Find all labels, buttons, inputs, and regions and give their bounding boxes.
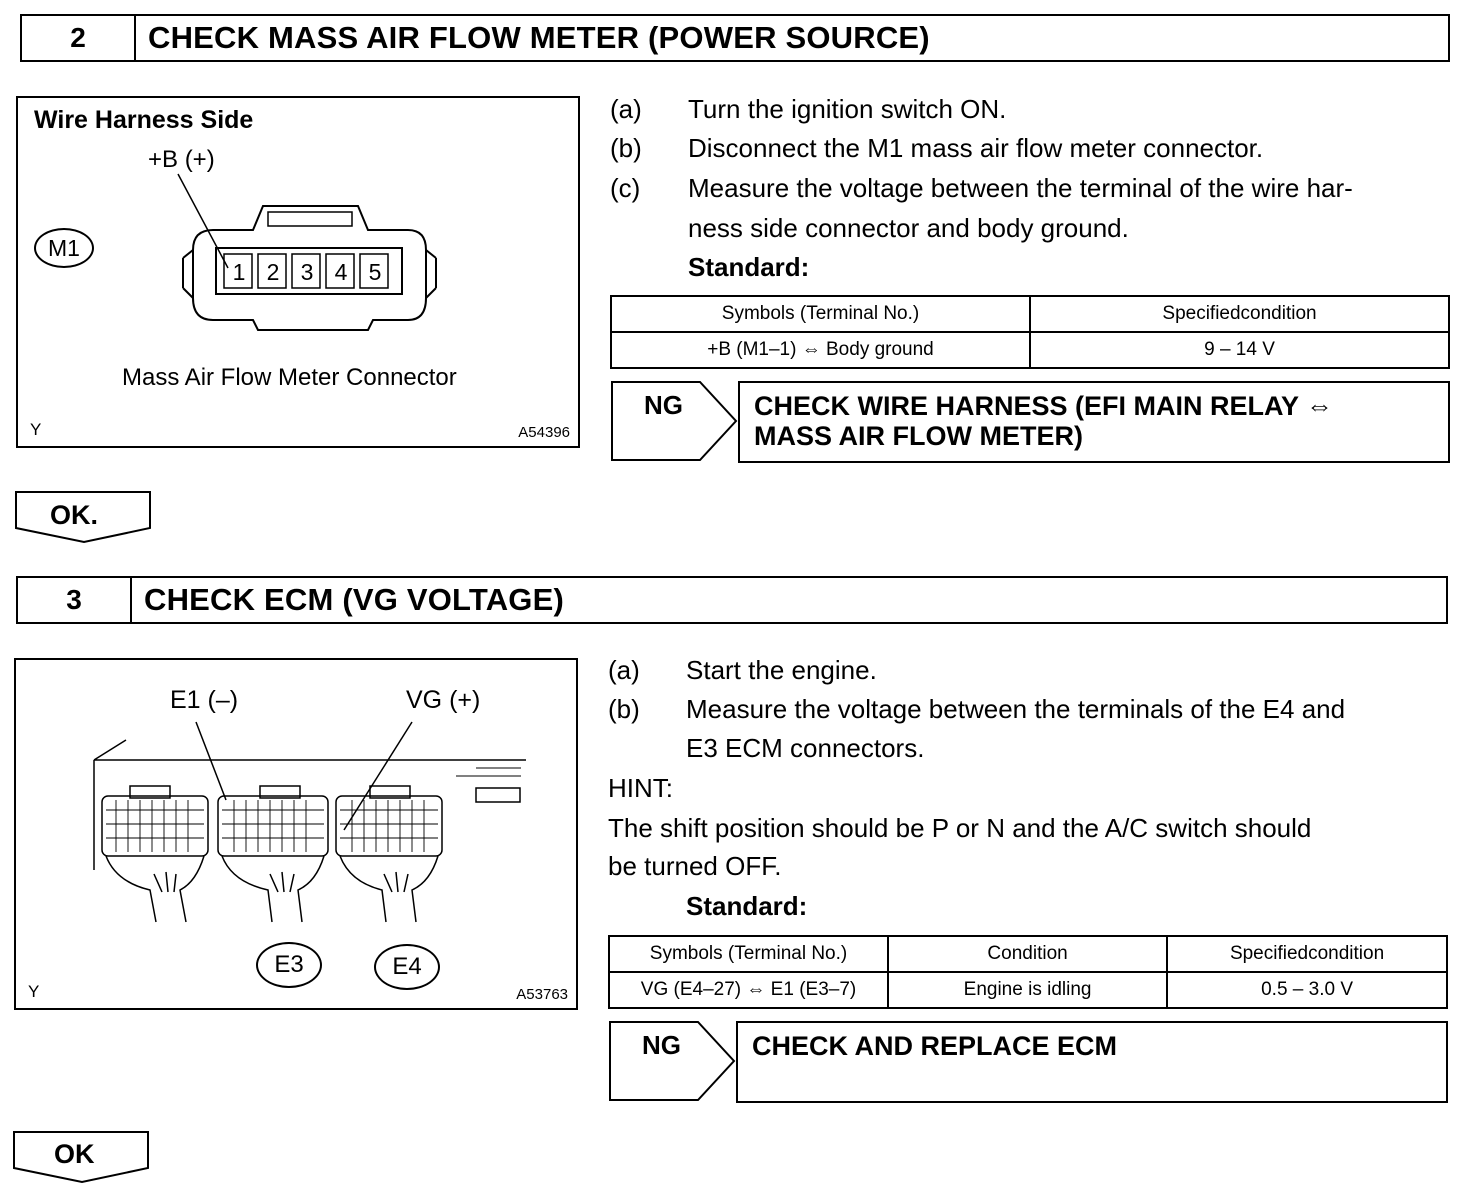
ng-action-box: CHECK AND REPLACE ECM [736,1021,1448,1103]
table-header-cell: Symbols (Terminal No.) [607,935,890,973]
ng-action-line: MASS AIR FLOW METER) [754,421,1083,451]
hint-text: be turned OFF. [608,851,782,881]
ecm-connector-figure: E1 (–) VG (+) [14,658,578,1010]
standard-label: Standard: [686,891,808,921]
connector-e3-badge: E3 [256,942,322,988]
instruction-label: (a) [608,655,640,685]
figure-corner-letter: Y [30,420,42,439]
ng-action-box: CHECK WIRE HARNESS (EFI MAIN RELAY ⇔ MAS… [738,381,1450,463]
instruction-label: (a) [610,94,642,124]
table-header-row: Symbols (Terminal No.) Specifiedconditio… [610,295,1450,333]
label-e1: E1 (–) [170,686,239,714]
ok-arrow-shape [15,491,151,544]
table-header-row: Symbols (Terminal No.) Condition Specifi… [607,935,1448,973]
ok-arrow-shape [13,1131,149,1184]
connector-id-badge: M1 [34,228,94,268]
ok-label: OK [54,1139,95,1169]
figure-code: A54396 [518,424,570,441]
step-title: CHECK MASS AIR FLOW METER (POWER SOURCE) [148,20,930,55]
ecm-drawing [93,721,526,923]
instruction-label: (b) [610,133,642,163]
ng-label: NG [644,390,683,420]
instruction-text: Disconnect the M1 mass air flow meter co… [688,133,1264,163]
instruction-label: (b) [608,694,640,724]
table-cell: 9 – 14 V [1029,331,1450,369]
ng-arrow-shape [609,1021,736,1101]
spec-table: Symbols (Terminal No.) Condition Specifi… [607,935,1448,1009]
table-header-cell: Specifiedcondition [1029,295,1450,333]
table-cell: +B (M1–1) ⇔ Body ground [610,331,1031,369]
step-number: 2 [22,16,136,60]
step-3-header: 3 CHECK ECM (VG VOLTAGE) [16,576,1448,624]
table-row: VG (E4–27) ⇔ E1 (E3–7) Engine is idling … [607,971,1448,1009]
table-row: +B (M1–1) ⇔ Body ground 9 – 14 V [610,331,1450,369]
table-header-cell: Symbols (Terminal No.) [610,295,1031,333]
step-number: 3 [18,578,132,622]
pin-4: 4 [334,259,348,285]
table-cell: VG (E4–27) ⇔ E1 (E3–7) [607,971,890,1009]
connector-e4-label: E4 [392,953,422,980]
instruction-text: Start the engine. [686,655,877,685]
instruction-text: Measure the voltage between the terminal… [686,694,1346,724]
hint-text: The shift position should be P or N and … [608,813,1312,843]
pin-1: 1 [232,259,246,285]
instruction-text: ness side connector and body ground. [688,213,1129,243]
figure-caption: Mass Air Flow Meter Connector [122,364,457,391]
step-2-header: 2 CHECK MASS AIR FLOW METER (POWER SOURC… [20,14,1450,62]
terminal-label: +B (+) [148,146,215,173]
instruction-text: Measure the voltage between the terminal… [688,173,1353,203]
ng-action-line: CHECK AND REPLACE ECM [752,1031,1118,1061]
spec-table: Symbols (Terminal No.) Specifiedconditio… [610,295,1450,369]
pin-3: 3 [300,259,314,285]
instruction-label: (c) [610,173,641,203]
ok-label: OK. [50,500,99,530]
connector-e4-badge: E4 [374,944,440,990]
ng-label: NG [642,1030,681,1060]
instruction-text: E3 ECM connectors. [686,733,925,763]
connector-id: M1 [48,234,80,261]
instruction-text: Turn the ignition switch ON. [688,94,1007,124]
figure-corner-letter: Y [28,982,40,1001]
ng-arrow-shape [611,381,738,461]
connector-e3-label: E3 [274,951,304,978]
hint-label: HINT: [608,773,673,803]
instruction-list: (a) Start the engine. (b) Measure the vo… [608,651,1454,891]
step-title: CHECK ECM (VG VOLTAGE) [144,582,565,617]
figure-code: A53763 [516,986,568,1003]
connector-figure-m1: Wire Harness Side +B (+) M1 1 2 3 4 5 Ma… [16,96,580,448]
table-cell: 0.5 – 3.0 V [1166,971,1448,1009]
standard-label: Standard: [688,252,810,282]
pin-2: 2 [266,259,280,285]
figure-heading: Wire Harness Side [34,106,254,134]
table-header-cell: Specifiedcondition [1166,935,1448,973]
table-cell: Engine is idling [887,971,1169,1009]
instruction-list: (a) Turn the ignition switch ON. (b) Dis… [610,90,1456,260]
connector-drawing [177,173,437,331]
table-header-cell: Condition [887,935,1169,973]
pin-5: 5 [368,259,382,285]
ng-action-line: CHECK WIRE HARNESS (EFI MAIN RELAY ⇔ [754,391,1334,421]
label-vg: VG (+) [406,686,481,714]
